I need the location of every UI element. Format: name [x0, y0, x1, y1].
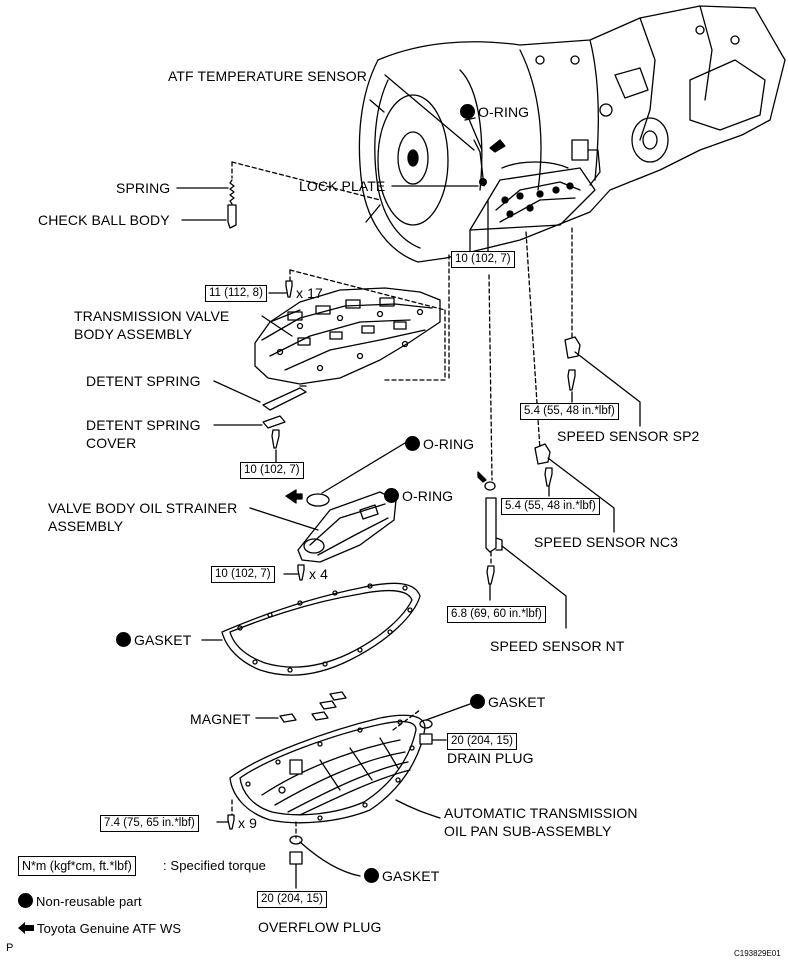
torque-lock-plate-bolt: 10 (102, 7) — [451, 251, 515, 268]
speed-sensor-nc3-part — [534, 443, 551, 465]
label-o-ring-right: O-RING — [384, 488, 453, 504]
torque-strainer-bolts: 10 (102, 7) — [211, 566, 275, 583]
detent-spring-cover-part — [262, 415, 286, 429]
label-speed-sensor-sp2: SPEED SENSOR SP2 — [557, 428, 700, 444]
transmission-case — [358, 5, 786, 263]
non-reusable-dot — [384, 488, 399, 503]
label-speed-sensor-nt: SPEED SENSOR NT — [490, 638, 625, 654]
non-reusable-dot — [470, 694, 485, 709]
torque-overflow-plug: 20 (204, 15) — [257, 891, 328, 908]
label-gasket-pan: GASKET — [116, 632, 191, 648]
non-reusable-dot — [460, 104, 475, 119]
label-lock-plate: LOCK PLATE — [299, 178, 386, 194]
drain-plug-part — [419, 733, 433, 745]
label-oil-pan-1: AUTOMATIC TRANSMISSION — [444, 805, 638, 821]
label-gasket-drain: GASKET — [470, 694, 545, 710]
label-oil-pan-2: OIL PAN SUB-ASSEMBLY — [444, 823, 612, 839]
detent-spring-part — [262, 385, 307, 411]
o-ring-right-part — [484, 481, 496, 491]
legend-torque-desc: : Specified torque — [163, 858, 266, 873]
torque-detent-cover-bolt: 10 (102, 7) — [240, 462, 304, 479]
legend-atf: Toyota Genuine ATF WS — [18, 921, 181, 937]
label-o-ring-mid: O-RING — [405, 436, 474, 452]
atf-arrow-right — [477, 471, 487, 483]
torque-valve-body-bolts: 11 (112, 8) — [205, 285, 267, 302]
label-speed-sensor-nc3: SPEED SENSOR NC3 — [534, 534, 678, 550]
label-valve-body-bolts-qty: x 17 — [296, 285, 323, 301]
spring-part — [176, 179, 235, 205]
non-reusable-dot — [18, 893, 33, 908]
non-reusable-dot — [116, 632, 131, 647]
label-strainer-bolts-qty: x 4 — [309, 566, 328, 582]
label-transmission-valve-body-2: BODY ASSEMBLY — [74, 326, 193, 342]
torque-nc3-bolt: 5.4 (55, 48 in.*lbf) — [501, 498, 600, 515]
label-transmission-valve-body-1: TRANSMISSION VALVE — [74, 308, 230, 324]
label-detent-spring: DETENT SPRING — [86, 373, 201, 389]
torque-nt-bolt: 6.8 (69, 60 in.*lbf) — [447, 606, 546, 623]
atf-arrow-mid — [285, 489, 303, 504]
torque-sp2-bolt: 5.4 (55, 48 in.*lbf) — [520, 403, 619, 420]
label-valve-body-strainer-2: ASSEMBLY — [48, 518, 124, 534]
atf-arrow-top — [489, 139, 506, 153]
label-atf-temp-sensor: ATF TEMPERATURE SENSOR — [168, 68, 367, 84]
non-reusable-dot — [479, 178, 487, 186]
check-ball-body-part — [181, 204, 237, 229]
label-detent-spring-cover-2: COVER — [86, 435, 137, 451]
label-spring: SPRING — [116, 180, 171, 196]
label-magnet: MAGNET — [190, 711, 251, 727]
torque-oil-pan-bolts: 7.4 (75, 65 in.*lbf) — [100, 815, 199, 832]
torque-drain-plug: 20 (204, 15) — [447, 733, 518, 750]
label-drain-plug: DRAIN PLUG — [447, 750, 534, 766]
non-reusable-dot — [364, 868, 379, 883]
label-valve-body-strainer-1: VALVE BODY OIL STRAINER — [48, 500, 238, 516]
strainer-part — [297, 491, 397, 563]
oil-pan-part — [229, 714, 426, 824]
corner-page-letter: P — [6, 942, 14, 954]
label-oil-pan-bolts-qty: x 9 — [238, 815, 257, 831]
label-overflow-plug: OVERFLOW PLUG — [258, 919, 382, 935]
label-gasket-overflow: GASKET — [364, 868, 439, 884]
corner-figure-id: C193829E01 — [734, 949, 781, 958]
legend-torque-format: N*m (kgf*cm, ft.*lbf) — [18, 856, 136, 876]
atf-arrow-icon — [18, 922, 34, 934]
speed-sensor-nt-part — [485, 497, 503, 553]
non-reusable-dot — [405, 436, 420, 451]
overflow-gasket-part — [289, 835, 303, 845]
label-o-ring-top: O-RING — [460, 104, 529, 120]
label-detent-spring-cover-1: DETENT SPRING — [86, 417, 201, 433]
magnet-parts — [279, 691, 347, 723]
valve-body-part — [254, 287, 441, 385]
o-ring-mid-part — [306, 493, 330, 507]
overflow-plug-part — [289, 851, 303, 865]
label-check-ball-body: CHECK BALL BODY — [38, 212, 170, 228]
gasket-pan-part — [221, 582, 421, 676]
legend-non-reusable: Non-reusable part — [18, 893, 142, 910]
